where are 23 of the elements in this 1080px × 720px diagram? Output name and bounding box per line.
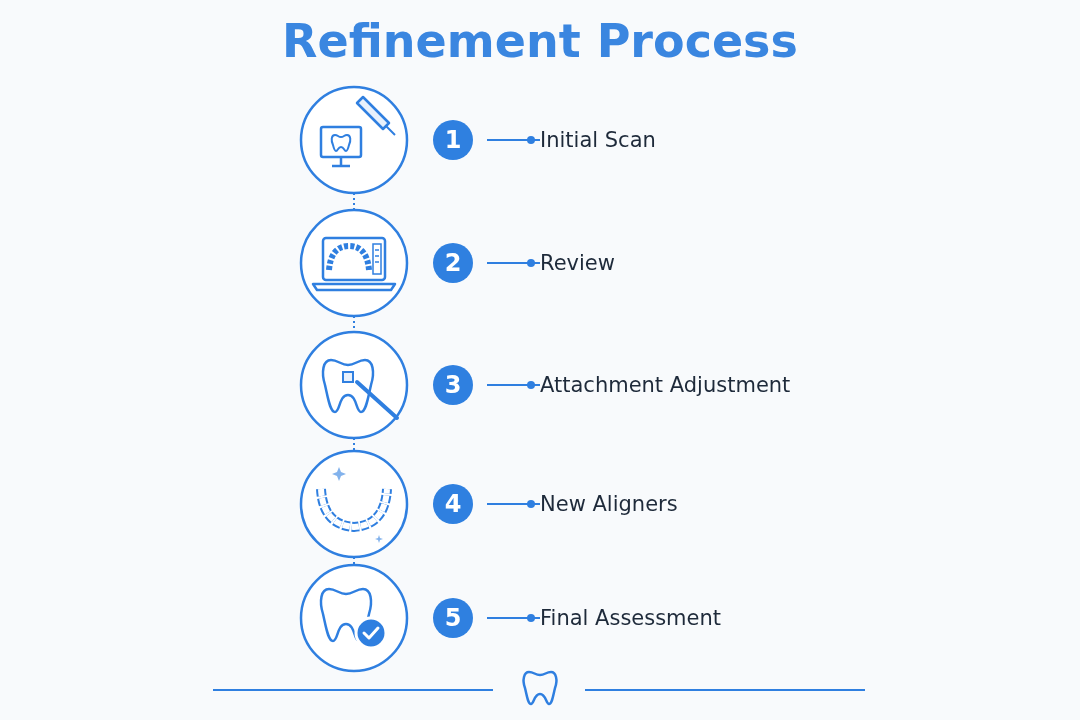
step-label: Final Assessment xyxy=(540,604,722,632)
step-number: 4 xyxy=(433,484,473,524)
leader-line xyxy=(486,614,541,622)
dotted-connector xyxy=(353,192,355,211)
step-number: 2 xyxy=(433,243,473,283)
step-number: 3 xyxy=(433,365,473,405)
monitor-scanner-icon xyxy=(299,85,409,195)
aligner-icon xyxy=(299,449,409,559)
step-number: 5 xyxy=(433,598,473,638)
dotted-connector xyxy=(353,437,355,452)
step-label: New Aligners xyxy=(540,490,678,518)
title: Refinement Process xyxy=(282,14,798,68)
laptop-scan-icon xyxy=(299,208,409,318)
leader-line xyxy=(486,136,541,144)
step-label: Initial Scan xyxy=(540,126,656,154)
tooth-check-icon xyxy=(299,563,409,673)
leader-line xyxy=(486,381,541,389)
step-label: Review xyxy=(540,249,615,277)
leader-line xyxy=(486,259,541,267)
leader-line xyxy=(486,500,541,508)
step-label: Attachment Adjustment xyxy=(540,371,791,399)
step-number: 1 xyxy=(433,120,473,160)
tooth-attachment-icon xyxy=(299,330,409,440)
